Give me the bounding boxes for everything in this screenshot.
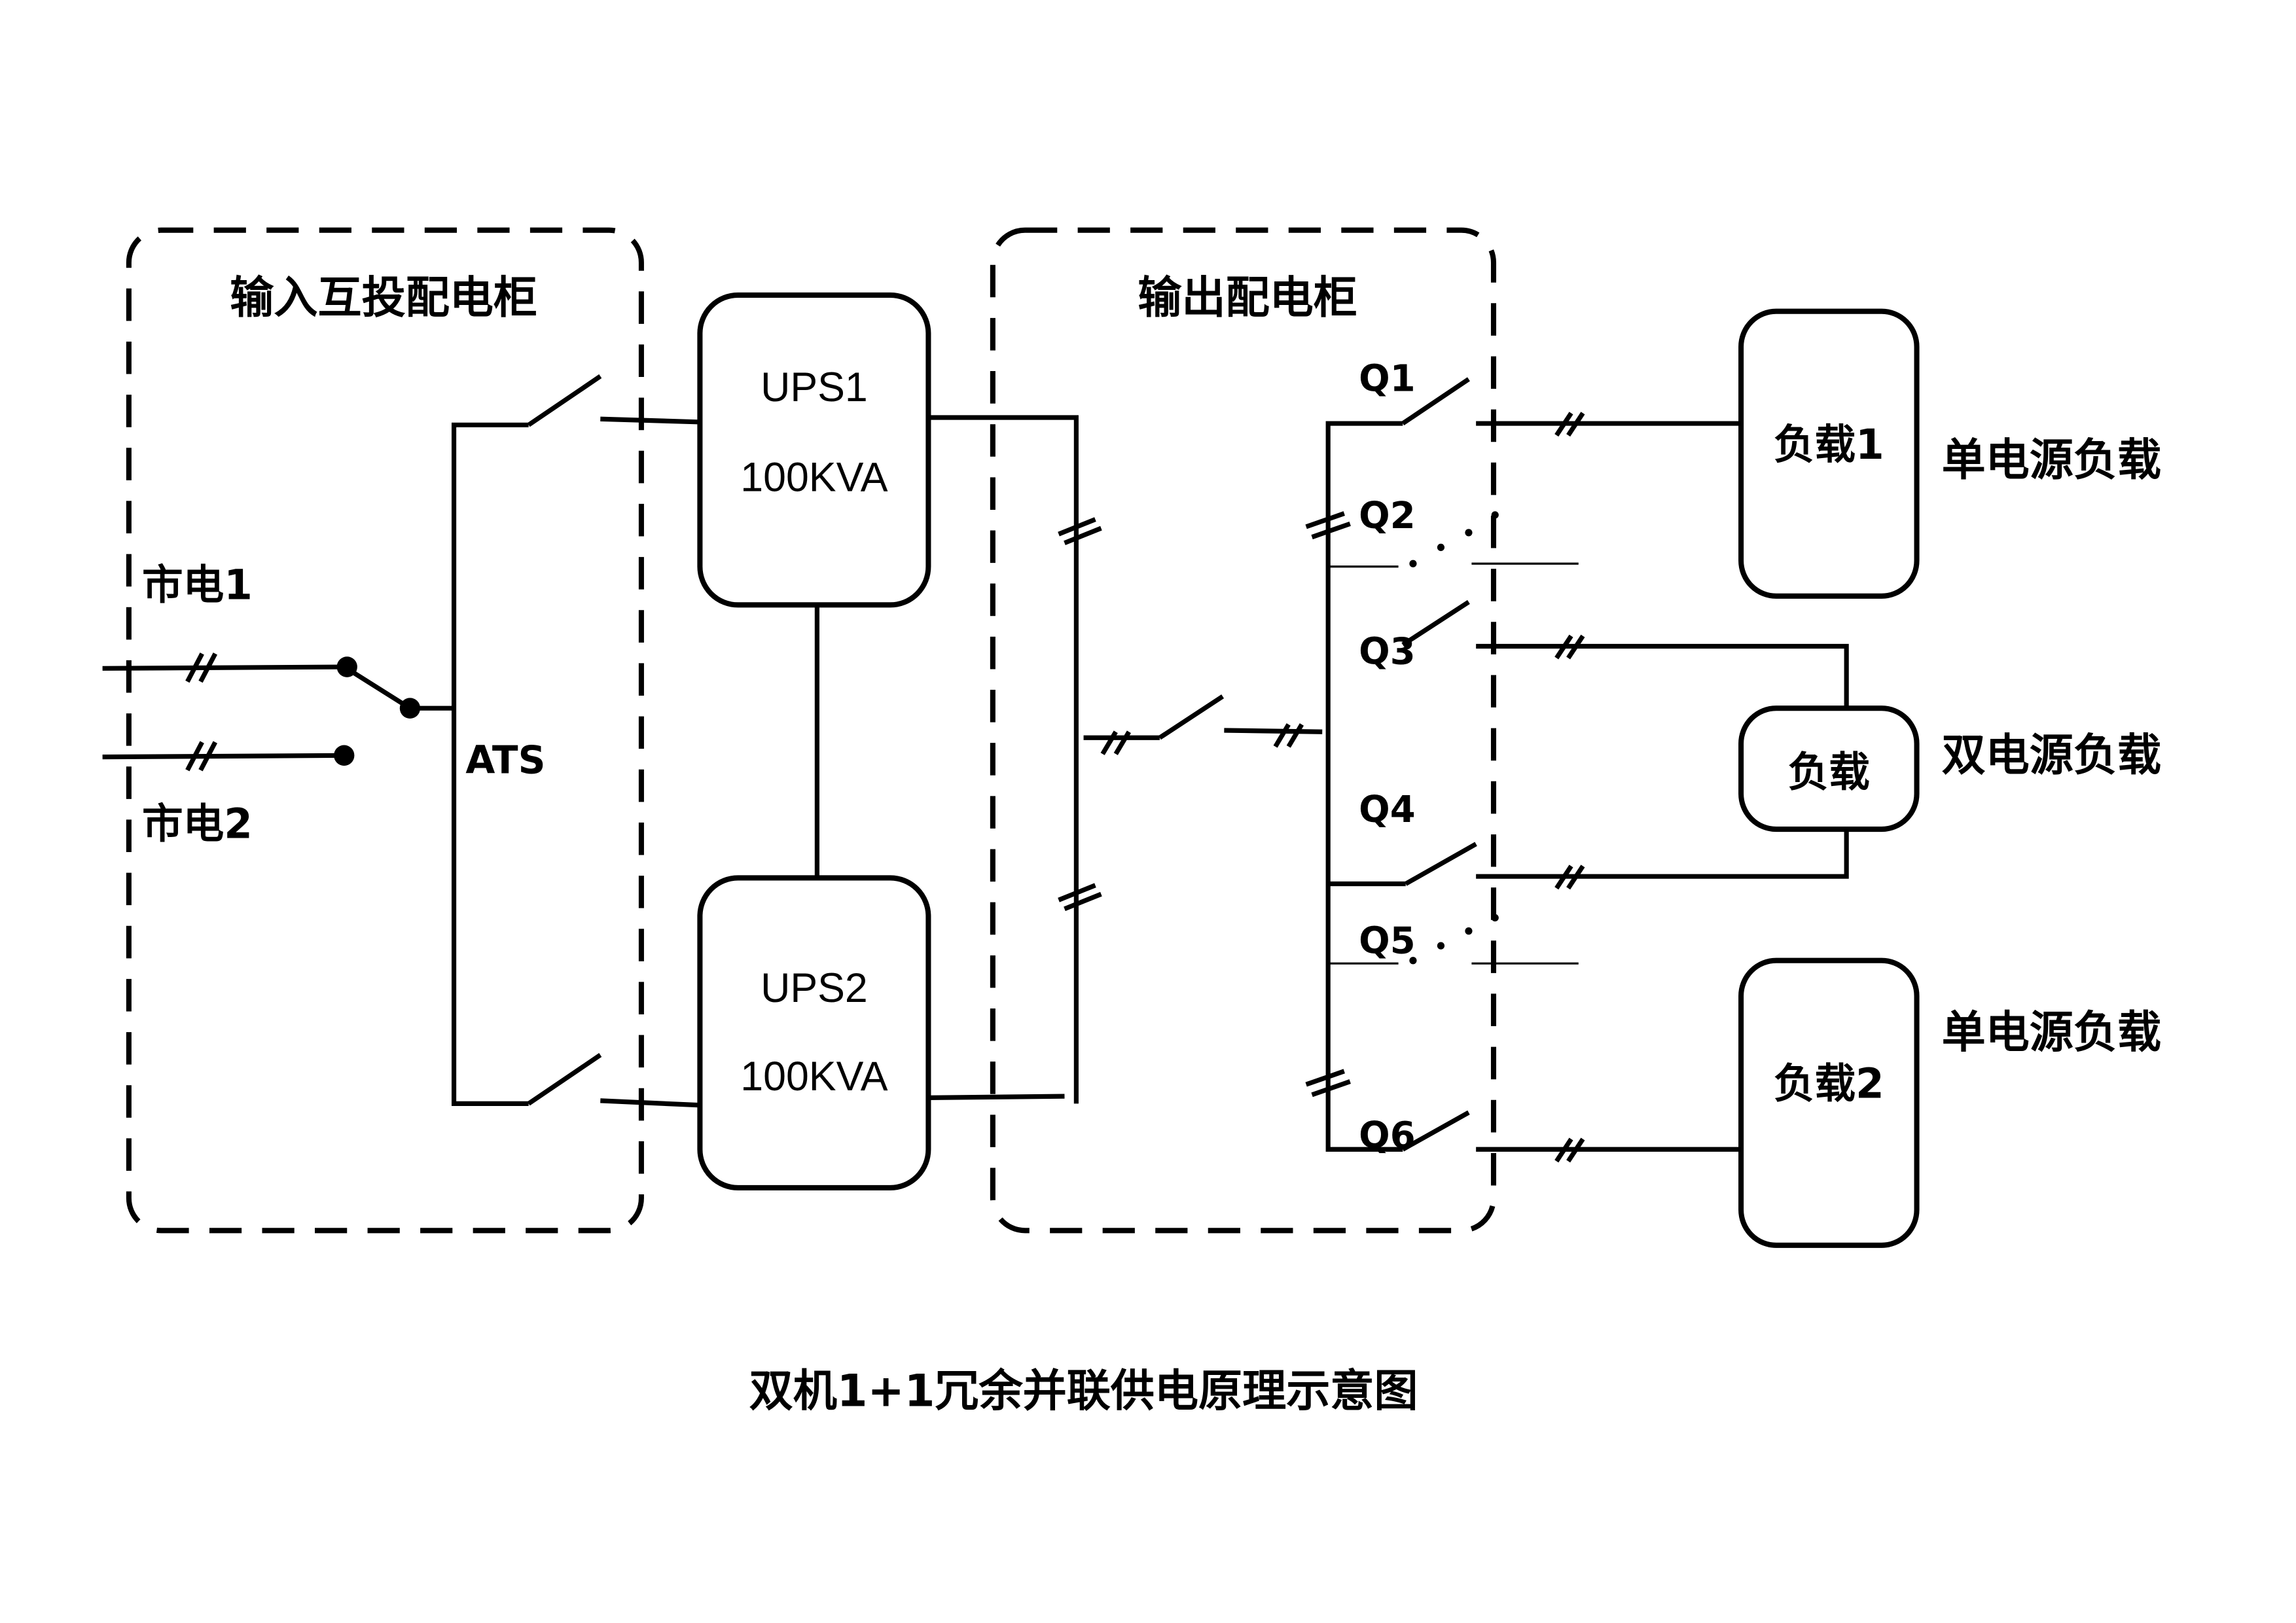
ats-output-bus <box>451 374 699 1108</box>
ups1-input-breaker <box>527 374 602 427</box>
breaker-q6 <box>1401 1110 1470 1152</box>
feeder-dual-load-b <box>1476 829 1849 890</box>
breaker-q5 <box>1409 914 1579 965</box>
ats-contact-2 <box>334 745 355 766</box>
ups2-input-breaker <box>527 1053 602 1106</box>
ups1-rating: 100KVA <box>740 455 888 501</box>
feeder-load2 <box>1476 1137 1742 1163</box>
mains1-label: 市电1 <box>142 561 253 609</box>
breaker-q4 <box>1405 842 1477 886</box>
ups1: UPS1 100KVA <box>697 292 931 608</box>
breaker-q5-label: Q5 <box>1359 919 1415 962</box>
load-dual-label: 负载 <box>1788 748 1870 796</box>
output-cabinet-boundary <box>990 227 1497 1234</box>
output-cabinet-title: 输出配电柜 <box>1138 272 1357 323</box>
distribution-bus <box>1305 421 1406 1152</box>
ups-output-bus <box>928 415 1102 1104</box>
input-cabinet-boundary <box>126 227 644 1234</box>
breaker-q1 <box>1401 377 1470 426</box>
load-2: 负载2 <box>1738 957 1920 1248</box>
ats-switch <box>350 669 454 719</box>
main-output-breaker <box>1083 694 1323 755</box>
feeder-dual-load-a <box>1476 634 1849 709</box>
mains2-label: 市电2 <box>142 800 253 847</box>
ups2: UPS2 100KVA <box>697 875 931 1190</box>
breaker-q6-label: Q6 <box>1359 1115 1415 1157</box>
feeder-load1 <box>1476 412 1742 437</box>
mains1-feed <box>102 652 357 683</box>
ats-label: ATS <box>465 738 545 782</box>
load-2-label: 负载2 <box>1774 1060 1884 1107</box>
load-2-type: 单电源负载 <box>1942 1006 2162 1058</box>
ups2-name: UPS2 <box>761 965 868 1011</box>
breaker-q2-label: Q2 <box>1359 495 1415 537</box>
input-cabinet-title: 输入互投配电柜 <box>230 272 537 323</box>
diagram-title: 双机1+1冗余并联供电原理示意图 <box>749 1364 1418 1416</box>
load-1-label: 负载1 <box>1774 421 1884 469</box>
breaker-q3 <box>1401 599 1470 647</box>
load-dual-type: 双电源负载 <box>1942 729 2162 781</box>
ups2-rating: 100KVA <box>740 1054 888 1099</box>
breaker-q2 <box>1409 511 1579 567</box>
breaker-q1-label: Q1 <box>1359 357 1415 400</box>
load-1: 负载1 <box>1738 308 1920 599</box>
load-1-type: 单电源负载 <box>1942 434 2162 486</box>
mains2-feed <box>102 741 355 772</box>
breaker-q3-label: Q3 <box>1359 630 1415 673</box>
ups1-name: UPS1 <box>761 365 868 410</box>
breaker-q4-label: Q4 <box>1359 789 1415 831</box>
load-dual: 负载 <box>1738 705 1920 832</box>
